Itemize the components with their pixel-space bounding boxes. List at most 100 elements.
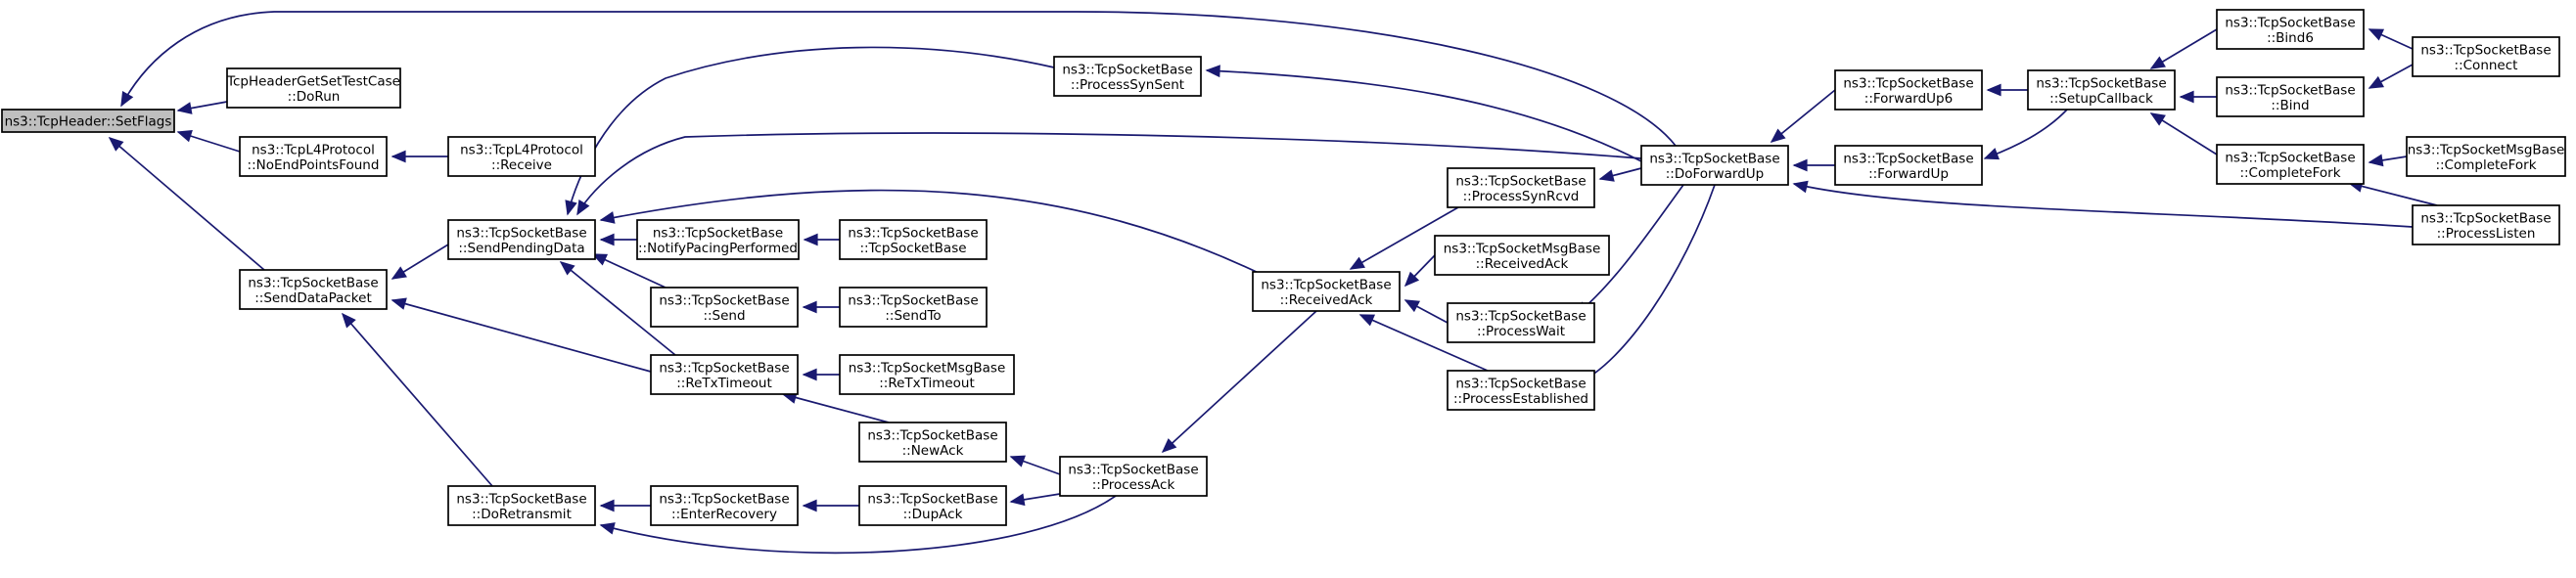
call-edges <box>108 11 2438 555</box>
node-sendpend[interactable]: ns3::TcpSocketBase::SendPendingData <box>447 219 596 260</box>
node-label-msgretx-line-1: ::ReTxTimeout <box>879 376 975 391</box>
arrowhead-bind-to-setupcb <box>2179 90 2194 104</box>
arrowhead-plisten-to-dofwd <box>1792 180 1809 194</box>
node-label-sendto-line-1: ::SendTo <box>885 308 941 324</box>
arrowhead-retxto-to-sendpend <box>559 261 575 276</box>
node-root[interactable]: ns3::TcpHeader::SetFlags <box>1 109 175 133</box>
node-label-sendpend-line-0: ns3::TcpSocketBase <box>456 225 586 241</box>
node-fwd6[interactable]: ns3::TcpSocketBase::ForwardUp6 <box>1834 69 1983 111</box>
node-box-enterrec <box>650 485 799 526</box>
node-box-setupcb <box>2027 69 2176 111</box>
node-hdrtest[interactable]: TcpHeaderGetSetTestCase::DoRun <box>226 67 401 109</box>
arrowhead-setupcb-to-fwd6 <box>1986 83 2001 97</box>
node-notifypace[interactable]: ns3::TcpSocketBase::NotifyPacingPerforme… <box>636 219 800 260</box>
node-label-synrcvd-line-1: ::ProcessSynRcvd <box>1463 189 1580 204</box>
node-newack[interactable]: ns3::TcpSocketBase::NewAck <box>858 422 1007 463</box>
node-label-plisten-line-0: ns3::TcpSocketBase <box>2420 210 2551 226</box>
node-label-procack-line-1: ::ProcessAck <box>1092 477 1175 493</box>
arrowhead-setupcb-to-fwd <box>1983 148 2000 160</box>
edge-setupcb-to-fwd <box>1984 109 2068 159</box>
node-box-fwd <box>1834 145 1983 186</box>
node-msgrecack[interactable]: ns3::TcpSocketMsgBase::ReceivedAck <box>1434 235 1610 276</box>
arrowhead-connect-to-bind6 <box>2368 28 2385 41</box>
node-ctor[interactable]: ns3::TcpSocketBase::TcpSocketBase <box>839 219 988 260</box>
node-box-msgretx <box>839 354 1015 395</box>
call-nodes: ns3::TcpHeader::SetFlags TcpHeaderGetSetT… <box>1 9 2566 526</box>
node-label-connect-line-1: ::Connect <box>2455 58 2518 73</box>
arrowhead-cfork-to-setupcb <box>2149 112 2166 126</box>
node-label-l4noend-line-1: ::NoEndPointsFound <box>248 157 380 173</box>
arrowhead-l4recv-to-l4noend <box>391 150 406 163</box>
node-label-l4noend-line-0: ns3::TcpL4Protocol <box>252 142 375 157</box>
node-label-synsent-line-0: ns3::TcpSocketBase <box>1062 62 1192 77</box>
node-box-l4noend <box>239 136 388 177</box>
node-l4noend[interactable]: ns3::TcpL4Protocol::NoEndPointsFound <box>239 136 388 177</box>
node-label-notifypace-line-1: ::NotifyPacingPerformed <box>638 241 798 256</box>
node-plisten[interactable]: ns3::TcpSocketBase::ProcessListen <box>2412 204 2560 245</box>
arrowhead-send-to-sendpend <box>591 253 609 266</box>
arrowhead-senddata-to-root <box>108 136 124 152</box>
node-box-root <box>1 109 175 133</box>
edge-procest-to-recack <box>1359 314 1489 372</box>
edge-plisten-to-cfork <box>2348 182 2438 206</box>
node-label-sendto-line-0: ns3::TcpSocketBase <box>848 292 978 308</box>
node-label-ctor-line-1: ::TcpSocketBase <box>859 241 966 256</box>
edge-synrcvd-to-recack <box>1350 206 1459 270</box>
node-procest[interactable]: ns3::TcpSocketBase::ProcessEstablished <box>1447 370 1595 411</box>
node-label-bind-line-0: ns3::TcpSocketBase <box>2225 82 2355 98</box>
arrowhead-msgcfork-to-cfork <box>2368 154 2384 167</box>
node-dofwd[interactable]: ns3::TcpSocketBase::DoForwardUp <box>1640 145 1789 186</box>
node-synrcvd[interactable]: ns3::TcpSocketBase::ProcessSynRcvd <box>1447 167 1595 208</box>
node-label-dofwd-line-1: ::DoForwardUp <box>1666 166 1765 182</box>
node-fwd[interactable]: ns3::TcpSocketBase::ForwardUp <box>1834 145 1983 186</box>
node-label-hdrtest-line-0: TcpHeaderGetSetTestCase <box>226 73 400 89</box>
node-box-fwd6 <box>1834 69 1983 111</box>
edge-retxto-to-senddata <box>391 299 652 373</box>
node-label-dupack-line-0: ns3::TcpSocketBase <box>867 491 997 507</box>
node-box-bind6 <box>2216 9 2365 50</box>
edge-dofwd-to-sendpend <box>576 132 1642 215</box>
edge-senddata-to-root <box>109 137 265 271</box>
node-procack[interactable]: ns3::TcpSocketBase::ProcessAck <box>1059 456 1208 497</box>
node-label-msgrecack-line-0: ns3::TcpSocketMsgBase <box>1444 241 1601 256</box>
node-label-dofwd-line-0: ns3::TcpSocketBase <box>1649 151 1779 166</box>
node-bind6[interactable]: ns3::TcpSocketBase::Bind6 <box>2216 9 2365 50</box>
node-label-fwd-line-0: ns3::TcpSocketBase <box>1843 151 1973 166</box>
node-dupack[interactable]: ns3::TcpSocketBase::DupAck <box>858 485 1007 526</box>
node-synsent[interactable]: ns3::TcpSocketBase::ProcessSynSent <box>1053 56 1202 97</box>
node-send[interactable]: ns3::TcpSocketBase::Send <box>650 287 799 328</box>
node-label-msgrecack-line-1: ::ReceivedAck <box>1476 256 1569 272</box>
node-label-recack-line-1: ::ReceivedAck <box>1280 292 1373 308</box>
node-retxto[interactable]: ns3::TcpSocketBase::ReTxTimeout <box>650 354 799 395</box>
node-label-bind6-line-1: ::Bind6 <box>2267 30 2314 46</box>
node-connect[interactable]: ns3::TcpSocketBase::Connect <box>2412 36 2560 77</box>
node-senddata[interactable]: ns3::TcpSocketBase::SendDataPacket <box>239 269 388 310</box>
arrowhead-procest-to-recack <box>1358 314 1376 327</box>
node-dortx[interactable]: ns3::TcpSocketBase::DoRetransmit <box>447 485 596 526</box>
node-label-plisten-line-1: ::ProcessListen <box>2437 226 2536 242</box>
node-msgretx[interactable]: ns3::TcpSocketMsgBase::ReTxTimeout <box>839 354 1015 395</box>
node-sendto[interactable]: ns3::TcpSocketBase::SendTo <box>839 287 988 328</box>
node-recack[interactable]: ns3::TcpSocketBase::ReceivedAck <box>1252 271 1401 312</box>
node-setupcb[interactable]: ns3::TcpSocketBase::SetupCallback <box>2027 69 2176 111</box>
arrowhead-procack-to-newack <box>1009 455 1026 467</box>
node-label-ctor-line-0: ns3::TcpSocketBase <box>848 225 978 241</box>
edge-dofwd-to-procest <box>1577 184 1716 384</box>
node-l4recv[interactable]: ns3::TcpL4Protocol::Receive <box>447 136 596 177</box>
edge-recack-to-sendpend <box>600 189 1264 276</box>
edge-plisten-to-dofwd <box>1793 183 2414 228</box>
node-label-senddata-line-0: ns3::TcpSocketBase <box>248 275 378 290</box>
node-cfork[interactable]: ns3::TcpSocketBase::CompleteFork <box>2216 144 2365 185</box>
node-msgcfork[interactable]: ns3::TcpSocketMsgBase::CompleteFork <box>2406 136 2566 177</box>
node-procwait[interactable]: ns3::TcpSocketBase::ProcessWait <box>1447 302 1595 343</box>
node-enterrec[interactable]: ns3::TcpSocketBase::EnterRecovery <box>650 485 799 526</box>
arrowhead-procack-to-dortx <box>599 522 616 535</box>
arrowhead-notifypace-to-sendpend <box>599 233 615 246</box>
node-label-bind-line-1: ::Bind <box>2271 98 2309 113</box>
arrowhead-msgrecack-to-recack <box>1403 271 1420 288</box>
node-label-procest-line-0: ns3::TcpSocketBase <box>1455 376 1586 391</box>
node-label-l4recv-line-1: ::Receive <box>491 157 552 173</box>
arrowhead-dofwd-to-root <box>120 91 134 108</box>
node-bind[interactable]: ns3::TcpSocketBase::Bind <box>2216 76 2365 117</box>
